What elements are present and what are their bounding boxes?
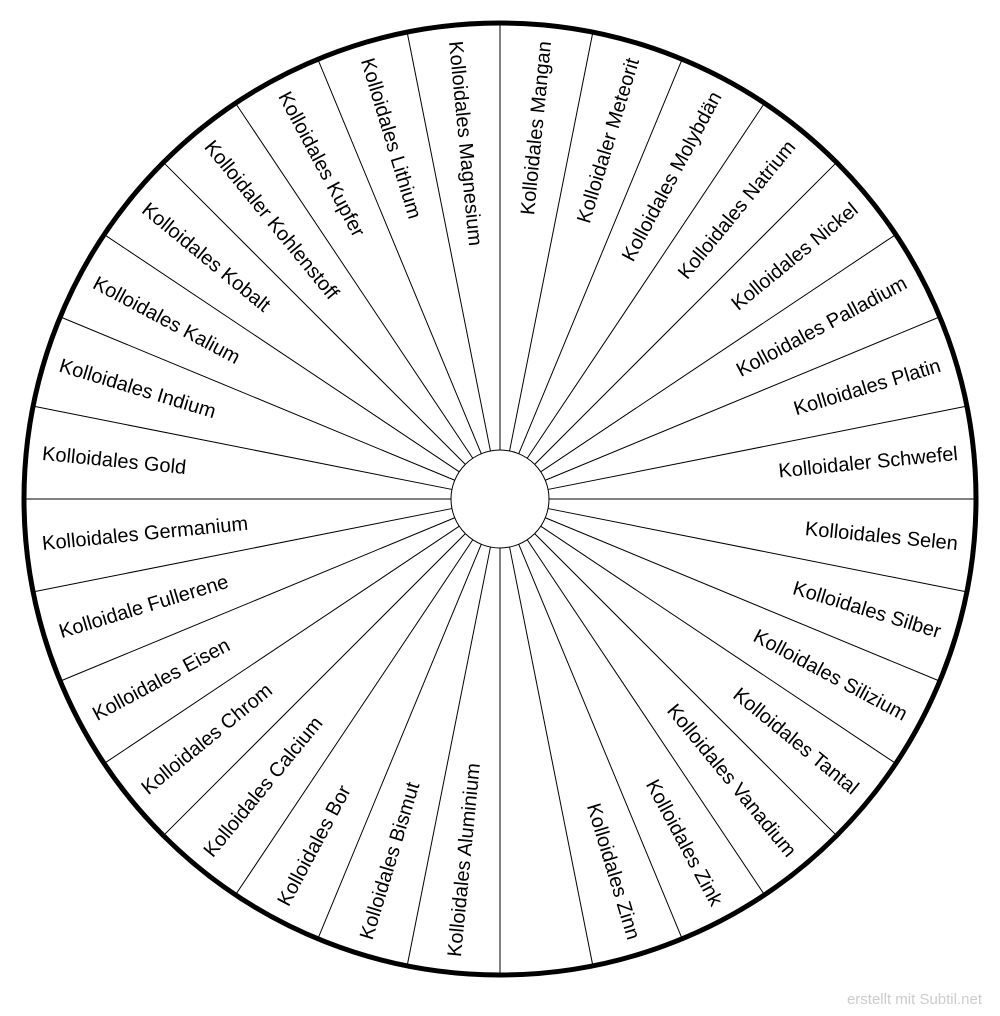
sector-divider xyxy=(105,525,460,763)
sector-divider xyxy=(318,544,482,938)
sector-divider xyxy=(547,406,965,490)
sector-divider xyxy=(547,508,965,592)
spokes xyxy=(26,25,974,973)
sector-divider xyxy=(509,546,593,964)
sector-divider xyxy=(540,235,895,473)
sector-divider xyxy=(534,533,836,835)
sector-divider xyxy=(545,517,939,681)
sector-divider xyxy=(318,60,482,454)
sector-divider xyxy=(164,163,466,465)
sector-divider xyxy=(526,104,764,459)
footer-credit: erstellt mit Subtil.net xyxy=(846,991,982,1008)
sector-divider xyxy=(61,517,455,681)
sector-divider xyxy=(407,546,491,964)
sector-divider xyxy=(518,544,682,938)
sector-divider xyxy=(35,406,453,490)
sector-divider xyxy=(518,60,682,454)
sector-divider xyxy=(509,34,593,452)
sector-divider xyxy=(35,508,453,592)
sector-divider xyxy=(236,539,474,894)
sector-divider xyxy=(534,163,836,465)
sector-divider xyxy=(236,104,474,459)
sector-divider xyxy=(540,525,895,763)
sector-divider xyxy=(545,317,939,481)
sector-divider xyxy=(164,533,466,835)
sector-divider xyxy=(61,317,455,481)
sector-divider xyxy=(407,34,491,452)
center-hub xyxy=(450,449,550,549)
sector-divider xyxy=(105,235,460,473)
sector-divider xyxy=(526,539,764,894)
